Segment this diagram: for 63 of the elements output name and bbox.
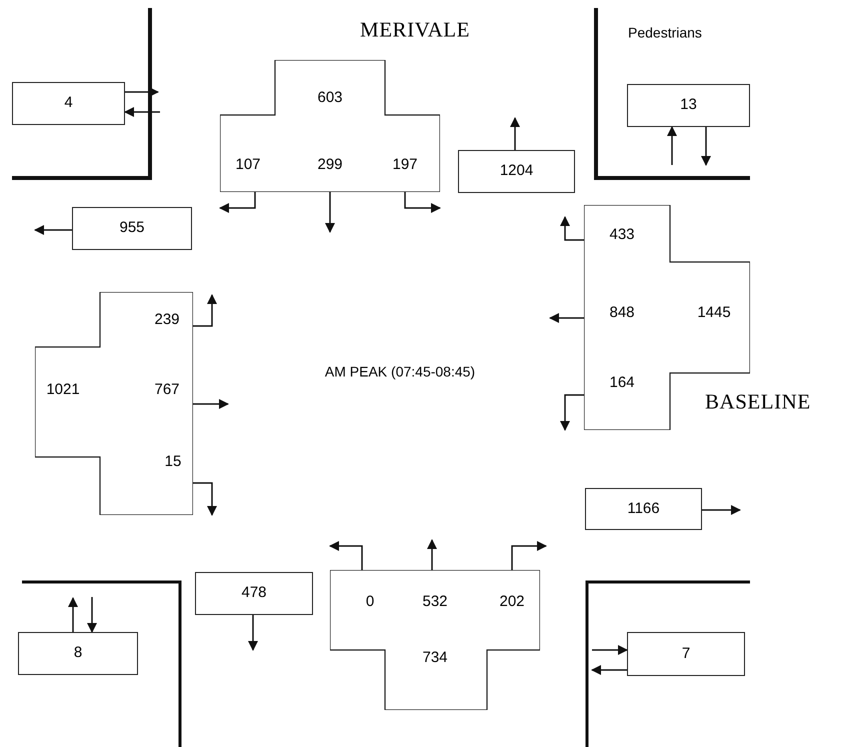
volume-count: 734 xyxy=(422,648,448,668)
volume-box xyxy=(585,488,702,530)
volume-count: 7 xyxy=(682,644,690,664)
volume-count: 239 xyxy=(154,310,180,330)
volume-count: 15 xyxy=(164,452,182,472)
volume-box xyxy=(72,207,192,250)
turning-arrow xyxy=(592,645,628,655)
turning-arrow xyxy=(427,539,437,570)
turning-arrow xyxy=(219,192,256,213)
volume-count: 1166 xyxy=(627,498,660,519)
turning-arrow xyxy=(193,482,217,516)
volume-count: 767 xyxy=(154,380,180,400)
volume-box xyxy=(12,82,125,125)
turning-arrow xyxy=(124,107,160,117)
turning-arrow xyxy=(510,117,520,150)
volume-count: 197 xyxy=(392,154,418,175)
pedestrians-label: Pedestrians xyxy=(628,24,702,42)
volume-count: 299 xyxy=(317,154,343,175)
volume-count: 955 xyxy=(119,218,145,238)
approach-volume-shape xyxy=(35,292,193,515)
turning-arrow xyxy=(511,541,547,570)
volume-count: 478 xyxy=(241,583,267,604)
volume-count: 532 xyxy=(422,592,448,612)
volume-count: 1204 xyxy=(500,161,534,182)
turning-arrow xyxy=(87,597,97,633)
volume-count: 164 xyxy=(609,372,635,393)
turning-arrow xyxy=(591,665,627,675)
period-label: AM PEAK (07:45-08:45) xyxy=(324,362,476,382)
volume-box xyxy=(627,632,745,676)
volume-count: 4 xyxy=(64,93,73,114)
approach-volume-shape xyxy=(220,60,440,192)
turning-arrow xyxy=(248,615,258,651)
turning-arrow xyxy=(329,541,363,570)
volume-count: 1445 xyxy=(697,302,731,323)
turning-arrow xyxy=(549,313,584,323)
approach-volume-shape xyxy=(330,570,540,710)
turning-arrow xyxy=(560,216,584,241)
turning-arrow xyxy=(193,399,229,409)
volume-box xyxy=(195,572,313,615)
volume-count: 1021 xyxy=(46,380,80,400)
volume-count: 8 xyxy=(74,643,82,664)
volume-count: 603 xyxy=(317,88,343,108)
turning-arrow xyxy=(701,127,711,166)
volume-count: 0 xyxy=(366,592,374,612)
turning-arrow xyxy=(667,126,677,165)
turning-arrow xyxy=(404,192,441,213)
turning-arrow xyxy=(325,192,335,233)
volume-count: 13 xyxy=(680,95,697,116)
volume-box xyxy=(458,150,575,193)
street-name: MERIVALE xyxy=(360,16,470,44)
turning-arrow xyxy=(702,505,741,515)
street-name: BASELINE xyxy=(705,388,811,416)
volume-box xyxy=(18,632,138,675)
turning-arrow xyxy=(193,294,217,327)
volume-count: 202 xyxy=(499,592,525,612)
volume-count: 433 xyxy=(609,224,635,245)
turning-arrow xyxy=(34,225,72,235)
volume-box xyxy=(627,84,750,127)
turning-arrow xyxy=(560,394,584,431)
turning-arrow xyxy=(125,87,159,97)
volume-count: 107 xyxy=(235,154,261,175)
turning-arrow xyxy=(68,597,78,632)
volume-count: 848 xyxy=(609,302,635,323)
